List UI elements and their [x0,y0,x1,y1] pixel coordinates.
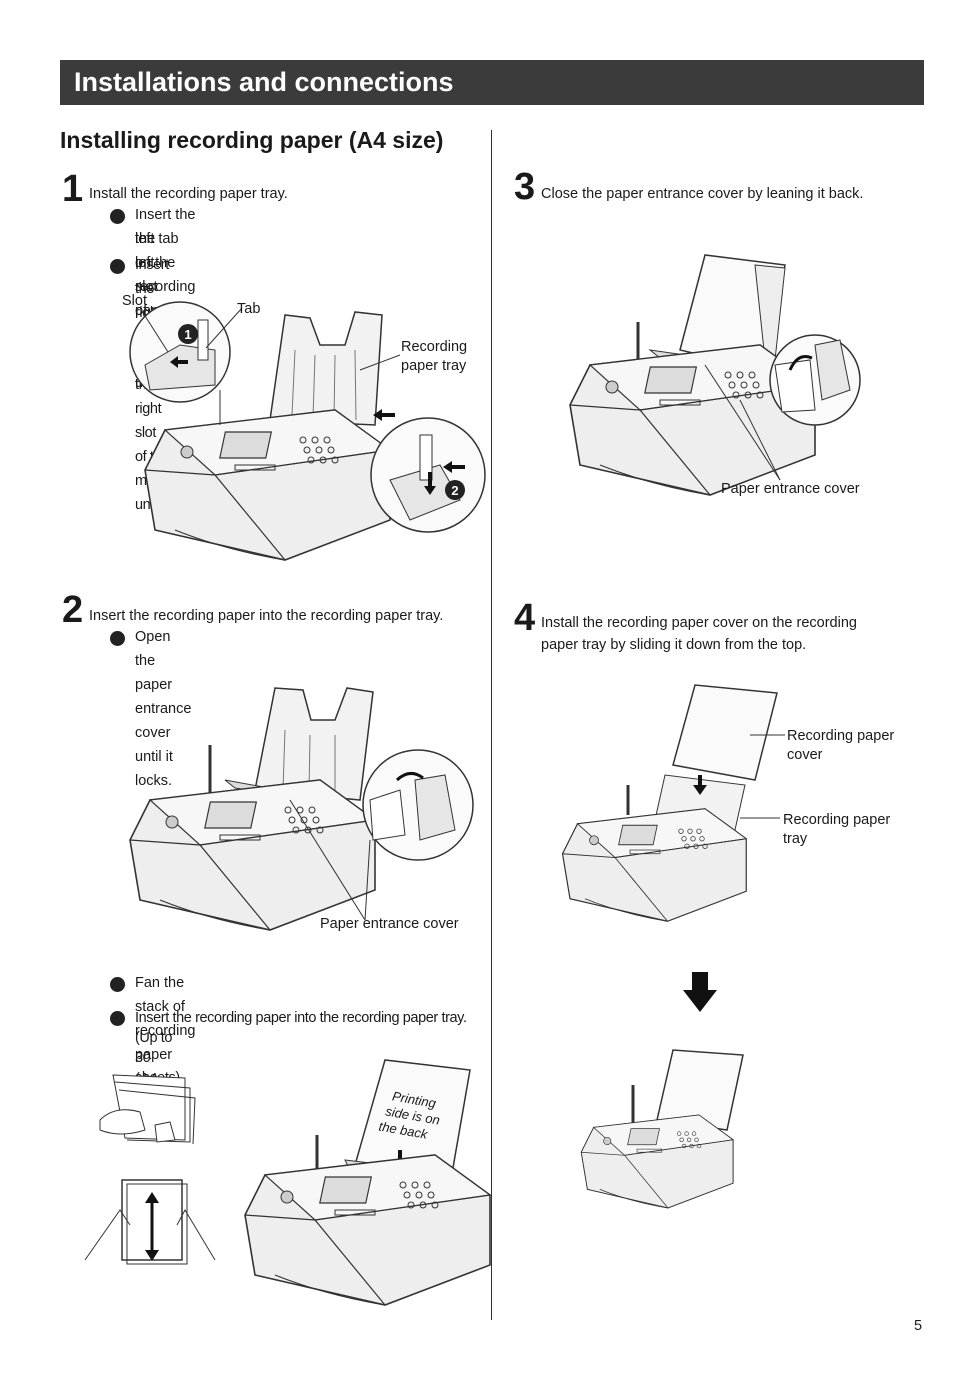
callout-paper-entrance-cover-3: Paper entrance cover [721,481,860,497]
bullet-dot [110,259,125,274]
down-arrow-icon [683,972,717,1012]
insert-paper-illustration [244,1059,491,1306]
callout-slot: Slot [122,293,147,309]
section-title: Installing recording paper (A4 size) [60,127,444,153]
bullet-dot [110,209,125,224]
step-3-text: Close the paper entrance cover by leanin… [541,186,864,202]
bullet-text: Insert the recording paper into the reco… [135,1010,467,1026]
step-2-number: 2 [62,589,84,631]
marker-1: 1 [184,327,191,342]
step-2-illustration [129,687,474,931]
bullet-text: Open the paper entrance cover until it l… [135,629,192,789]
step-3-illustration [569,254,861,496]
step-4-number: 4 [514,597,536,639]
step-1-text: Install the recording paper tray. [89,186,288,202]
column-divider [491,130,492,1320]
printing-side-note: Printing side is on the back [378,1088,441,1142]
callout-recording-paper-cover-line2: cover [787,747,823,763]
callout-paper-entrance-cover-2: Paper entrance cover [320,916,459,932]
step-3-number: 3 [514,166,536,208]
step-4-text-line1: Install the recording paper cover on the… [541,615,857,631]
section-header-bar: Installations and connections [60,60,924,105]
bullet-dot [110,1011,125,1026]
step-1-illustration: 1 2 [129,301,486,561]
callout-recording-paper-tray-line1: Recording paper [783,812,891,828]
bullet-dot [110,977,125,992]
step-2-text: Insert the recording paper into the reco… [89,608,444,624]
step-4-illustration-after [580,1049,744,1209]
callout-tray-line1: Recording [401,339,468,355]
marker-2: 2 [451,483,458,498]
callout-tray-line2: paper tray [401,358,467,374]
callout-recording-paper-cover-line1: Recording paper [787,728,895,744]
fan-paper-illustration [84,1074,216,1265]
callout-tab: Tab [237,301,261,317]
step-4-text-line2: paper tray by sliding it down from the t… [541,637,807,653]
step-1-number: 1 [62,168,84,210]
header-title: Installations and connections [74,67,454,97]
callout-recording-paper-tray-line2: tray [783,831,808,847]
step-4-illustration-before [561,684,785,922]
page-number: 5 [914,1318,923,1334]
bullet-dot [110,631,125,646]
